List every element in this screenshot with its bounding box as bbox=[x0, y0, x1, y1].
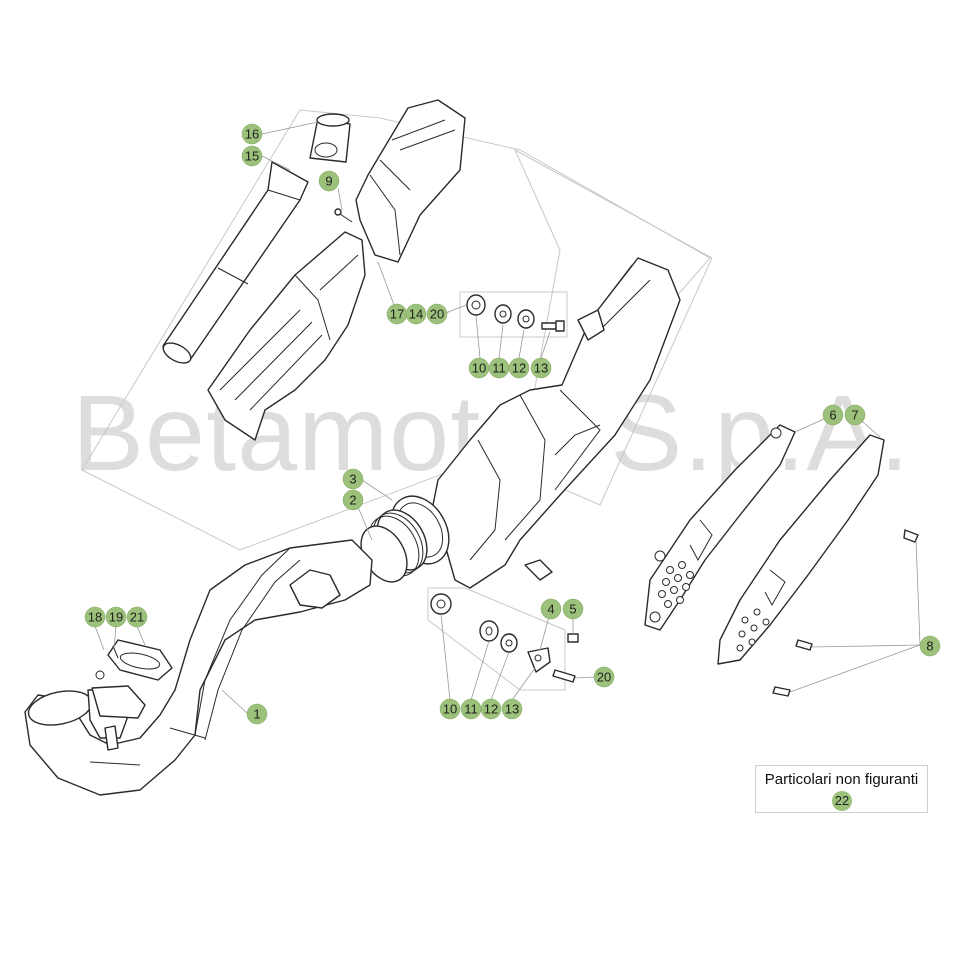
callout-16: 16 bbox=[241, 123, 263, 145]
svg-text:11: 11 bbox=[464, 702, 478, 717]
vent-holes bbox=[658, 561, 694, 608]
callout-10-bottom: 10 bbox=[439, 698, 461, 720]
callout-18: 18 bbox=[84, 606, 106, 628]
svg-text:12: 12 bbox=[484, 702, 498, 717]
heat-guard-6 bbox=[644, 424, 796, 631]
svg-text:10: 10 bbox=[443, 702, 457, 717]
callout-13-top: 13 bbox=[530, 357, 552, 379]
callout-10-top: 10 bbox=[468, 357, 490, 379]
lower-washer-frame bbox=[427, 587, 566, 691]
upper-heat-shield bbox=[355, 99, 466, 263]
svg-text:5: 5 bbox=[569, 602, 576, 617]
svg-text:3: 3 bbox=[349, 472, 356, 487]
screw-9 bbox=[334, 208, 353, 223]
svg-text:20: 20 bbox=[597, 670, 611, 685]
callout-20-top: 20 bbox=[426, 303, 448, 325]
callout-6: 6 bbox=[822, 404, 844, 426]
legend-badge: 22 bbox=[832, 791, 852, 811]
svg-text:21: 21 bbox=[130, 610, 144, 625]
vent-holes-2 bbox=[736, 608, 770, 652]
svg-text:13: 13 bbox=[534, 361, 548, 376]
svg-text:17: 17 bbox=[390, 307, 404, 322]
tail-pipe bbox=[162, 161, 309, 364]
svg-text:12: 12 bbox=[512, 361, 526, 376]
callout-11-bottom: 11 bbox=[460, 698, 482, 720]
guard-screws bbox=[772, 529, 919, 697]
callout-3: 3 bbox=[342, 468, 364, 490]
svg-text:7: 7 bbox=[851, 408, 858, 423]
washer-group-frame bbox=[459, 291, 568, 338]
callout-17: 17 bbox=[386, 303, 408, 325]
svg-text:14: 14 bbox=[409, 307, 423, 322]
callout-19: 19 bbox=[105, 606, 127, 628]
callout-21: 21 bbox=[126, 606, 148, 628]
svg-text:1: 1 bbox=[253, 707, 260, 722]
callout-4: 4 bbox=[540, 598, 562, 620]
callout-7: 7 bbox=[844, 404, 866, 426]
svg-text:4: 4 bbox=[547, 602, 554, 617]
svg-text:20: 20 bbox=[430, 307, 444, 322]
svg-text:19: 19 bbox=[109, 610, 123, 625]
exhaust-flange bbox=[91, 639, 173, 751]
callout-8: 8 bbox=[919, 635, 941, 657]
coupling-sleeve bbox=[309, 113, 351, 163]
svg-text:18: 18 bbox=[88, 610, 102, 625]
callout-1: 1 bbox=[246, 703, 268, 725]
silencer-group-frame bbox=[81, 109, 711, 551]
legend-box: Particolari non figuranti 22 bbox=[755, 765, 928, 813]
callout-20-bottom: 20 bbox=[593, 666, 615, 688]
callout-15: 15 bbox=[241, 145, 263, 167]
callout-13-bottom: 13 bbox=[501, 698, 523, 720]
silencer-body bbox=[429, 257, 681, 589]
svg-text:16: 16 bbox=[245, 127, 259, 142]
svg-text:11: 11 bbox=[492, 361, 506, 376]
upper-washers bbox=[466, 294, 565, 332]
callout-11-top: 11 bbox=[488, 357, 510, 379]
svg-text:2: 2 bbox=[349, 493, 356, 508]
svg-text:15: 15 bbox=[245, 149, 259, 164]
callout-12-bottom: 12 bbox=[480, 698, 502, 720]
clamp-rings bbox=[360, 509, 428, 583]
legend-text: Particolari non figuranti bbox=[764, 771, 919, 788]
svg-text:6: 6 bbox=[829, 408, 836, 423]
callout-2: 2 bbox=[342, 489, 364, 511]
svg-text:9: 9 bbox=[325, 174, 332, 189]
svg-text:10: 10 bbox=[472, 361, 486, 376]
callout-9: 9 bbox=[318, 170, 340, 192]
callout-5: 5 bbox=[562, 598, 584, 620]
heat-guard-7 bbox=[717, 434, 885, 665]
lower-heat-shield bbox=[207, 231, 366, 441]
callout-14: 14 bbox=[405, 303, 427, 325]
callout-12-top: 12 bbox=[508, 357, 530, 379]
lower-washers bbox=[430, 593, 579, 683]
svg-text:13: 13 bbox=[505, 702, 519, 717]
exhaust-header-pipe bbox=[24, 539, 373, 796]
svg-text:8: 8 bbox=[926, 639, 933, 654]
